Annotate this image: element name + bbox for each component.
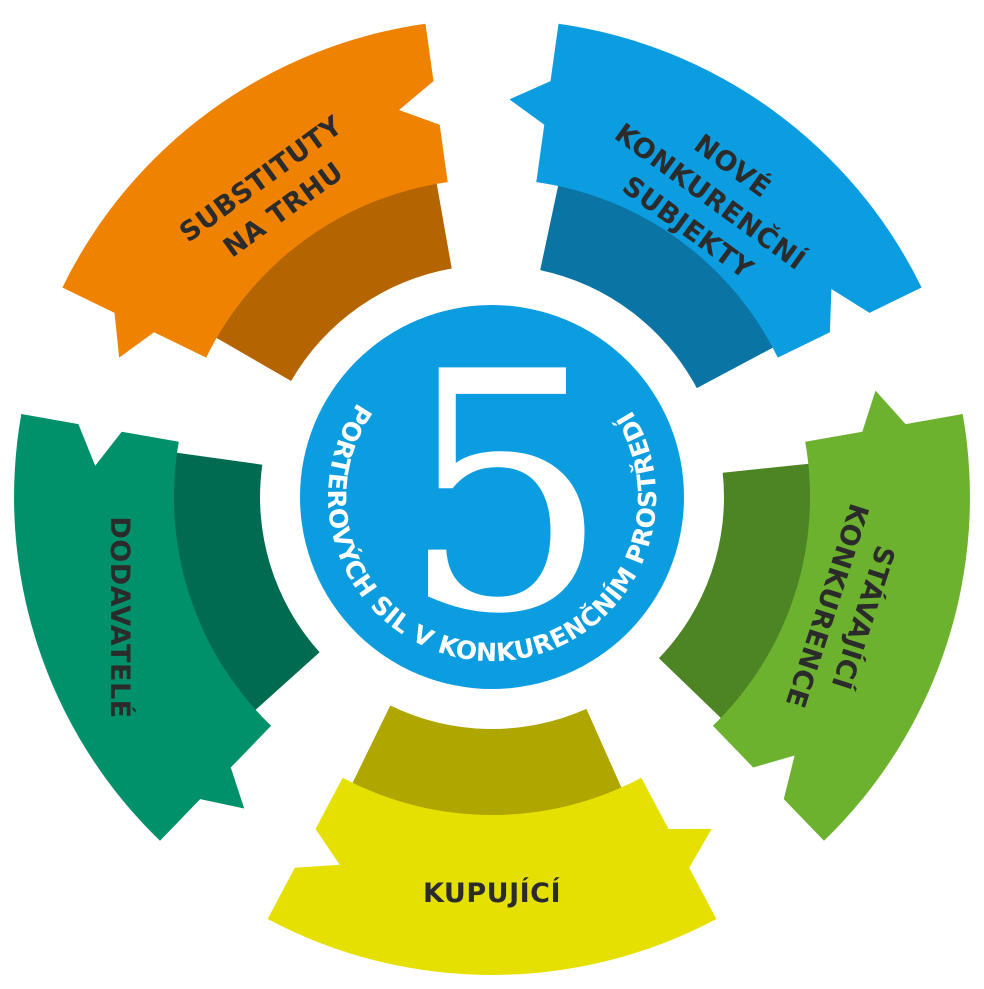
segment-kupujici-inner-band <box>351 705 623 817</box>
segment-stavajici: STÁVAJÍCÍKONKURENCE <box>658 390 970 841</box>
center-circle <box>300 305 684 689</box>
segment-dodavatele-inner-band <box>171 452 320 712</box>
center-number: 5 <box>400 302 610 686</box>
segment-substituty: SUBSTITUTYNA TRHU <box>62 23 452 381</box>
segment-stavajici-shape <box>712 390 970 841</box>
segment-nove: NOVÉKONKURENČNÍSUBJEKTY <box>509 23 922 389</box>
segment-stavajici-inner-band <box>658 463 812 720</box>
segment-substituty-shape <box>62 23 448 358</box>
segment-kupujici-label-line: KUPUJÍCÍ <box>423 877 561 909</box>
segment-dodavatele-shape <box>14 414 272 841</box>
segment-dodavatele-label: DODAVATELÉ <box>104 516 136 718</box>
segment-dodavatele-label-line: DODAVATELÉ <box>104 516 136 718</box>
center-badge: 5 PORTEROVÝCH SIL V KONKURENČNÍM PROSTŘE… <box>300 302 684 689</box>
segment-nove-shape <box>509 23 922 358</box>
segment-dodavatele: DODAVATELÉ <box>14 414 320 841</box>
segment-nove-inner-band <box>540 184 775 389</box>
segment-kupujici-shape <box>267 777 717 975</box>
segment-kupujici-label: KUPUJÍCÍ <box>423 877 561 909</box>
segment-kupujici: KUPUJÍCÍ <box>267 705 717 975</box>
segment-substituty-inner-band <box>214 181 452 381</box>
